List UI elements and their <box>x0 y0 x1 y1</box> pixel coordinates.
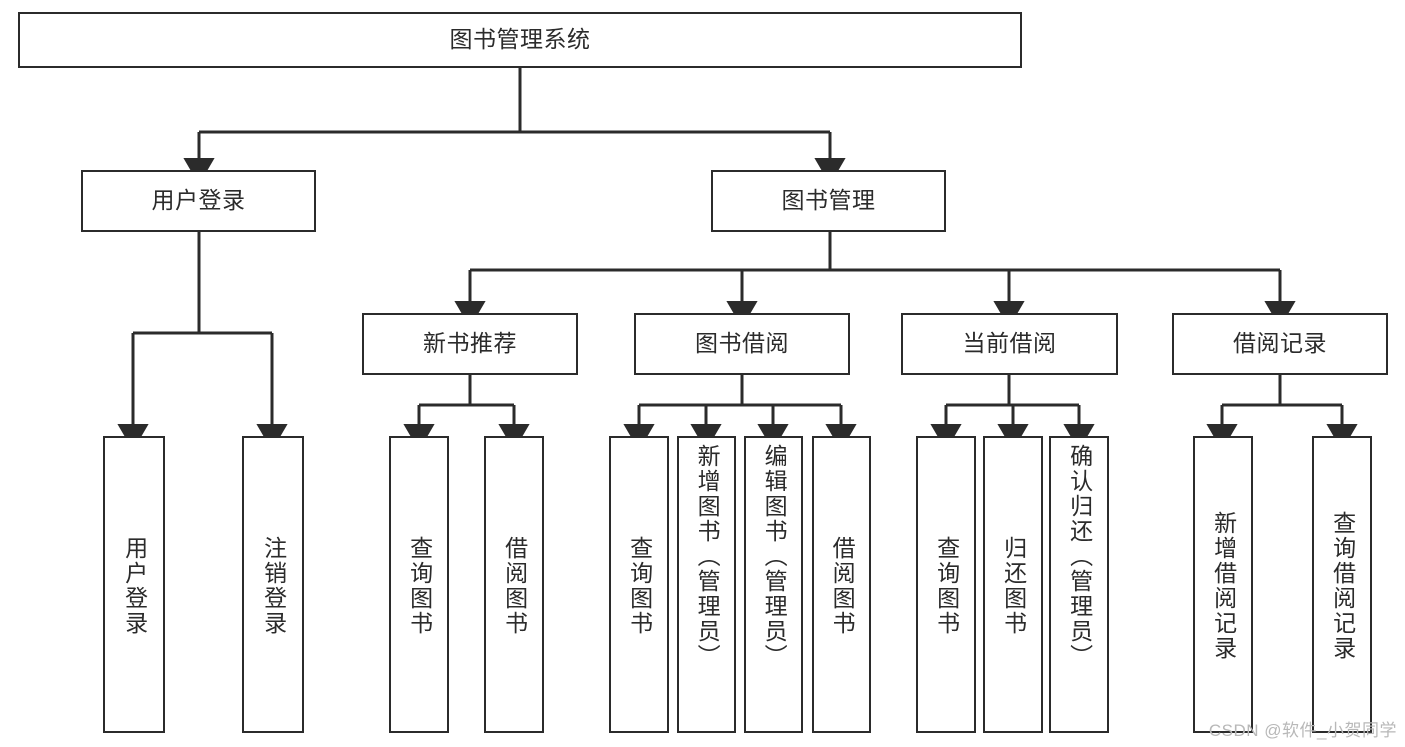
node-current-borrowing[interactable]: 当前借阅 <box>901 313 1118 375</box>
node-leaf-query-book-new[interactable]: 查询图书 <box>389 436 449 733</box>
node-leaf-logout[interactable]: 注销登录 <box>242 436 304 733</box>
node-label: 图书借阅 <box>695 330 789 357</box>
node-label: 归还图书 <box>1000 535 1027 636</box>
node-leaf-query-borrow-record[interactable]: 查询借阅记录 <box>1312 436 1372 733</box>
node-label: 新增图书（管理员） <box>694 444 721 669</box>
node-label: 借阅图书 <box>501 535 528 636</box>
node-leaf-borrow-book-new[interactable]: 借阅图书 <box>484 436 544 733</box>
node-book-borrowing[interactable]: 图书借阅 <box>634 313 850 375</box>
node-leaf-add-book-admin[interactable]: 新增图书（管理员） <box>677 436 736 733</box>
node-label: 用户登录 <box>121 535 148 636</box>
node-label: 确认归还（管理员） <box>1066 444 1093 669</box>
node-label: 新增借阅记录 <box>1210 510 1237 661</box>
node-leaf-query-book-current[interactable]: 查询图书 <box>916 436 976 733</box>
node-leaf-query-book-borrow[interactable]: 查询图书 <box>609 436 669 733</box>
node-label: 借阅图书 <box>829 535 856 636</box>
node-root-book-management-system[interactable]: 图书管理系统 <box>18 12 1022 68</box>
node-label: 图书管理 <box>781 187 876 214</box>
node-user-login[interactable]: 用户登录 <box>81 170 316 232</box>
node-leaf-borrow-book[interactable]: 借阅图书 <box>812 436 871 733</box>
node-label: 用户登录 <box>151 187 246 214</box>
node-borrowing-record[interactable]: 借阅记录 <box>1172 313 1388 375</box>
node-label: 新书推荐 <box>423 330 517 357</box>
node-label: 注销登录 <box>260 535 287 636</box>
node-label: 编辑图书（管理员） <box>761 444 788 669</box>
node-leaf-return-book[interactable]: 归还图书 <box>983 436 1043 733</box>
node-leaf-add-borrow-record[interactable]: 新增借阅记录 <box>1193 436 1253 733</box>
node-label: 借阅记录 <box>1233 330 1327 357</box>
node-label: 查询图书 <box>933 535 960 636</box>
node-label: 当前借阅 <box>962 330 1057 357</box>
node-label: 查询借阅记录 <box>1329 510 1356 661</box>
node-leaf-user-login[interactable]: 用户登录 <box>103 436 165 733</box>
node-label: 查询图书 <box>406 535 433 636</box>
node-leaf-confirm-return-admin[interactable]: 确认归还（管理员） <box>1049 436 1109 733</box>
node-new-book-recommendation[interactable]: 新书推荐 <box>362 313 578 375</box>
node-label: 图书管理系统 <box>449 26 591 53</box>
node-book-management[interactable]: 图书管理 <box>711 170 946 232</box>
node-label: 查询图书 <box>626 535 653 636</box>
node-leaf-edit-book-admin[interactable]: 编辑图书（管理员） <box>744 436 803 733</box>
